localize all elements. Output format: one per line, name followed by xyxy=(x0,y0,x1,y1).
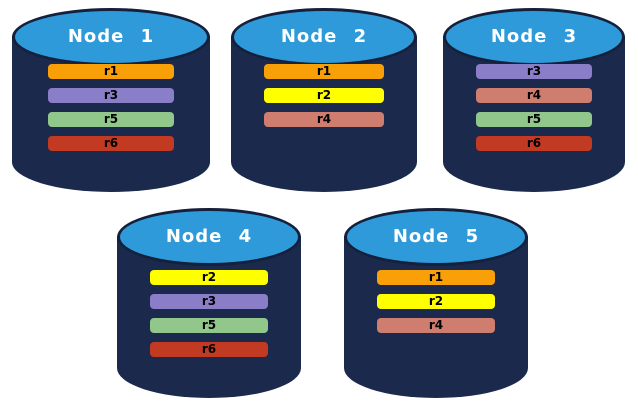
node-title: Node 3 xyxy=(490,25,578,47)
node-cylinder-5: Node 5 r1 r2 r4 xyxy=(344,208,528,398)
row-bar-r6: r6 xyxy=(150,342,268,357)
node-cylinder-4: Node 4 r2 r3 r5 r6 xyxy=(117,208,301,398)
row-bar-r3: r3 xyxy=(475,64,593,79)
row-bar-r1: r1 xyxy=(264,64,384,79)
row-bar-r3: r3 xyxy=(47,88,175,103)
row-bar-r1: r1 xyxy=(377,270,495,285)
node-title: Node 1 xyxy=(67,25,155,47)
row-bar-r2: r2 xyxy=(264,88,384,103)
node-cylinder-2: Node 2 r1 r2 r4 xyxy=(231,8,417,192)
node-rows: r1 r2 r4 xyxy=(377,270,495,333)
row-bar-r2: r2 xyxy=(150,270,268,285)
row-bar-r4: r4 xyxy=(377,318,495,333)
cylinder-top: Node 4 xyxy=(117,208,301,266)
node-title: Node 2 xyxy=(280,25,368,47)
row-bar-r5: r5 xyxy=(475,112,593,127)
cylinder-top: Node 2 xyxy=(231,8,417,66)
node-rows: r1 r3 r5 r6 xyxy=(47,64,175,151)
node-title: Node 4 xyxy=(165,225,253,247)
row-bar-r6: r6 xyxy=(47,136,175,151)
cylinder-top: Node 1 xyxy=(12,8,210,66)
node-rows: r1 r2 r4 xyxy=(264,64,384,127)
row-bar-r3: r3 xyxy=(150,294,268,309)
row-bar-r5: r5 xyxy=(47,112,175,127)
node-cylinder-1: Node 1 r1 r3 r5 r6 xyxy=(12,8,210,192)
row-bar-r4: r4 xyxy=(475,88,593,103)
node-cylinder-3: Node 3 r3 r4 r5 r6 xyxy=(443,8,625,192)
row-bar-r4: r4 xyxy=(264,112,384,127)
row-bar-r2: r2 xyxy=(377,294,495,309)
node-rows: r3 r4 r5 r6 xyxy=(475,64,593,151)
cylinder-top: Node 3 xyxy=(443,8,625,66)
row-bar-r5: r5 xyxy=(150,318,268,333)
cylinder-top: Node 5 xyxy=(344,208,528,266)
row-bar-r6: r6 xyxy=(475,136,593,151)
row-bar-r1: r1 xyxy=(47,64,175,79)
node-title: Node 5 xyxy=(392,225,480,247)
node-rows: r2 r3 r5 r6 xyxy=(150,270,268,357)
